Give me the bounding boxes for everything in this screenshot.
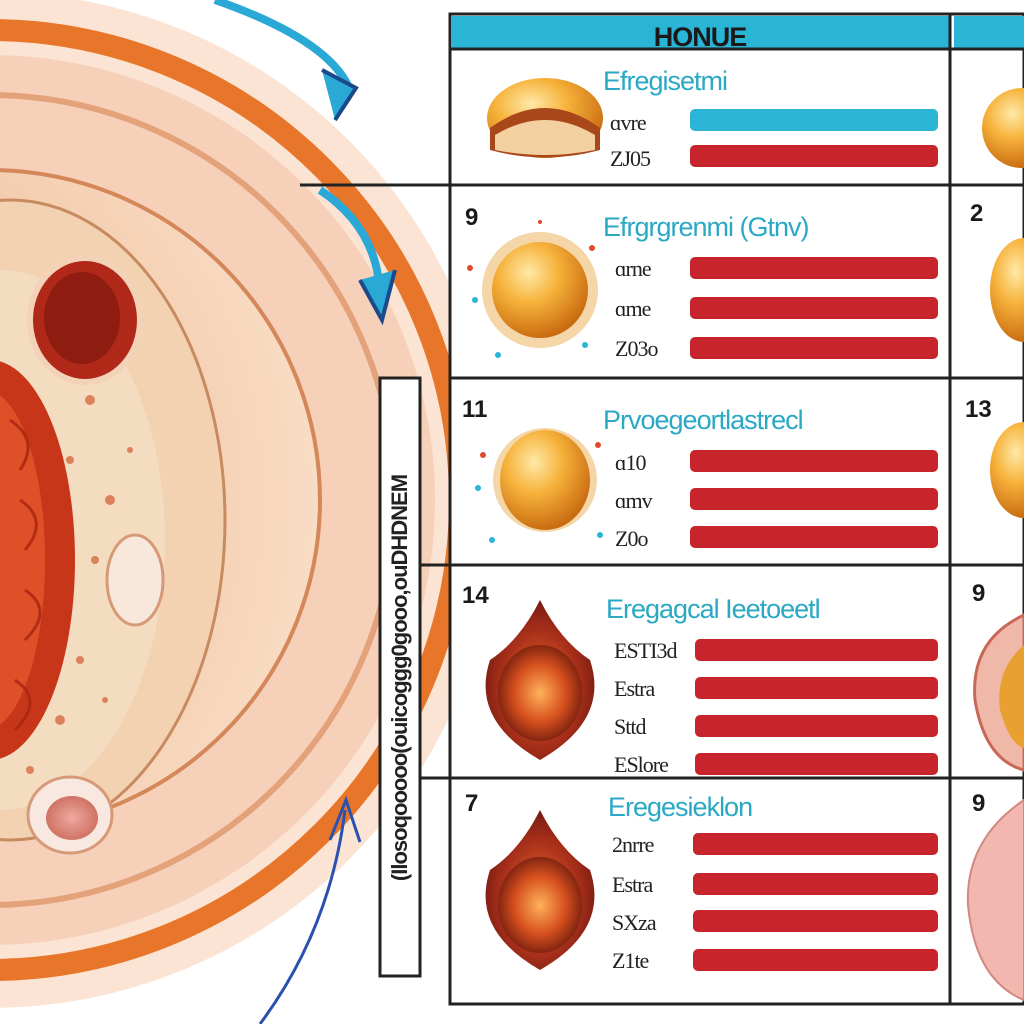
row-4-bar-3-label: Sttd [614, 714, 646, 739]
row-4-follicle-illustration [485, 600, 595, 760]
row-2-bar-1 [690, 257, 938, 279]
row-5-bar-2 [693, 873, 938, 895]
row-4-bar-1 [695, 639, 938, 661]
vertical-side-label-text: (Ilosoqooooo(ouicoggg0gooo,ouDHDNEM [387, 474, 412, 882]
right-column-illustrations [966, 88, 1024, 1002]
row-5-bar-3 [693, 910, 938, 932]
row-3-title: Prvoegeortlastrecl [603, 405, 804, 435]
row-3-bar-3-label: Z0o [615, 526, 648, 551]
row-1-bar-2 [690, 145, 938, 167]
row-3-bar-2-label: ɑmv [615, 488, 653, 513]
row-2-right-number: 2 [970, 200, 984, 227]
row-2-number: 9 [465, 204, 479, 231]
row-2-bar-1-label: ɑrne [615, 256, 652, 281]
row-2-bar-3 [690, 337, 938, 359]
row-1-bar-1-label: ɑvre [610, 110, 647, 135]
row-3-number: 11 [462, 396, 488, 423]
vertical-side-label: (Ilosoqooooo(ouicoggg0gooo,ouDHDNEM [380, 380, 420, 976]
row-3-bar-2 [690, 488, 938, 510]
row-1-bar-2-label: ZJ05 [610, 146, 651, 171]
row-4-bar-3 [695, 715, 938, 737]
row-3-bar-3 [690, 526, 938, 548]
row-4-bar-4-label: ESlore [614, 752, 669, 777]
row-1-bar-1 [690, 109, 938, 131]
cross-section-illustration [0, 0, 498, 1008]
bars-layer [690, 109, 938, 971]
row-3-right-number: 13 [965, 396, 992, 423]
row-2-bar-2 [690, 297, 938, 319]
row-2-bar-2-label: ɑme [615, 296, 651, 321]
row-4-bar-1-label: ESTI3d [614, 638, 677, 663]
row-4-title: Eregagcal Ieetoeetl [606, 594, 821, 624]
row-3-bar-1-label: ɑ10 [615, 450, 647, 475]
row-4-number: 14 [462, 582, 489, 609]
row-3-bar-1 [690, 450, 938, 472]
row-5-bar-2-label: Estra [612, 872, 653, 897]
row-2-egg-illustration [467, 220, 598, 358]
row-4-bar-2 [695, 677, 938, 699]
connector-arrows [213, 0, 450, 1024]
row-2-bar-3-label: Z03o [615, 336, 658, 361]
row-5-right-number: 9 [972, 790, 986, 817]
row-5-bar-1-label: 2nrre [612, 832, 654, 857]
table-header-title: HONUE [653, 22, 748, 52]
row-5-follicle-illustration [485, 810, 595, 970]
row-1-egg-illustration [487, 78, 603, 158]
row-1-title: Efregisetmi [603, 66, 728, 96]
row-5-bar-4 [693, 949, 938, 971]
row-5-bar-1 [693, 833, 938, 855]
row-5-number: 7 [465, 790, 479, 817]
row-5-bar-3-label: SXza [612, 910, 657, 935]
row-4-bar-2-label: Estra [614, 676, 655, 701]
row-3-egg-illustration [475, 428, 603, 543]
row-4-right-number: 9 [972, 580, 986, 607]
row-5-title: Eregesieklon [608, 792, 753, 822]
row-5-bar-4-label: Z1te [612, 948, 649, 973]
row-2-title: Efrgrgrenmi (Gtnv) [603, 212, 810, 242]
row-4-bar-4 [695, 753, 938, 775]
